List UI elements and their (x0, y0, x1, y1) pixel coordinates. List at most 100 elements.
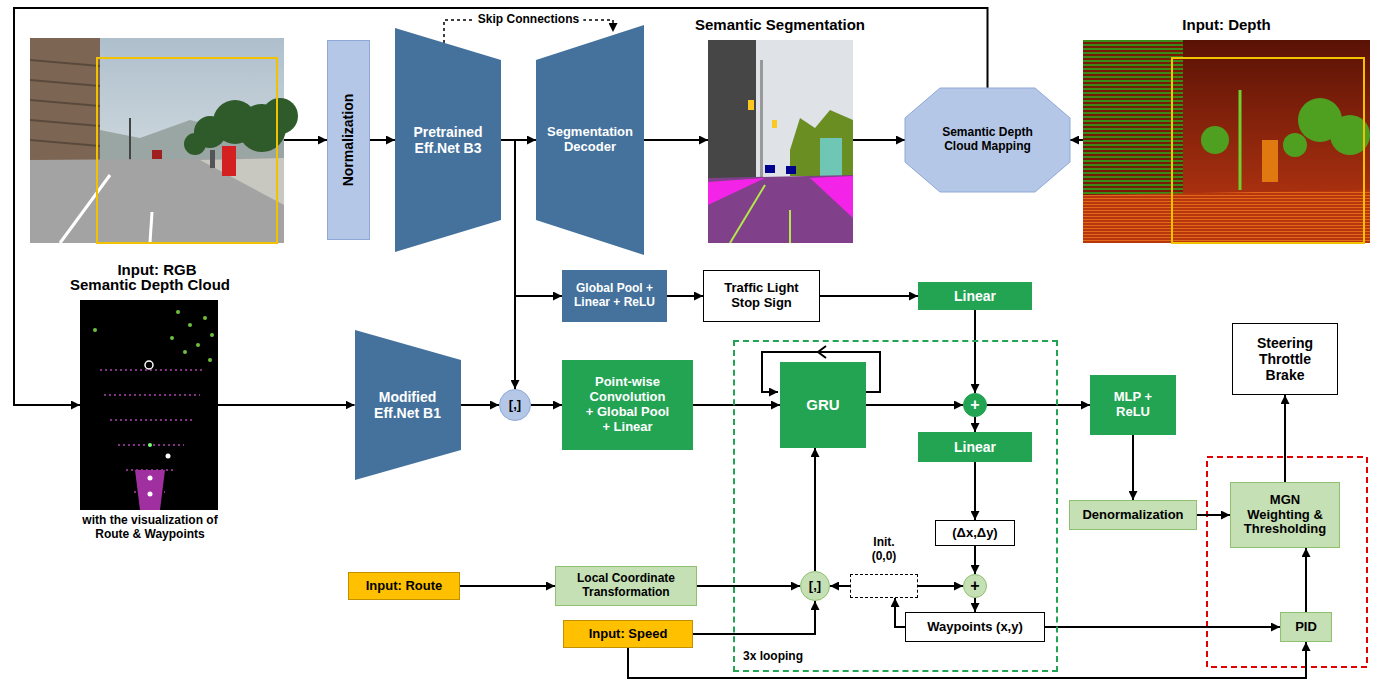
illustration-part (135, 470, 165, 510)
node-label: Pretrained Eff.Net B3 (403, 124, 493, 156)
flow-arrow (1284, 395, 1286, 482)
illustration-part (730, 185, 790, 243)
node-label: GRU (806, 396, 839, 413)
illustration-part (170, 336, 174, 340)
flow-arrow (918, 585, 963, 587)
normalization-box: Normalization (327, 40, 370, 240)
illustration-part (786, 166, 796, 174)
illustration-part (93, 310, 214, 362)
illustration-part (222, 146, 236, 176)
rgb-camera-picture (30, 38, 298, 243)
illustration-part (1172, 58, 1364, 243)
node-label: Semantic Depth Cloud Mapping (933, 126, 1043, 154)
flow-arrow (987, 404, 1090, 406)
shape-fill (355, 330, 461, 480)
node-label: Input: Speed (589, 627, 668, 642)
flow-arrow (820, 295, 918, 297)
node-label: Global Pool + Linear + ReLU (567, 282, 662, 310)
illustration-part (765, 165, 775, 173)
illustration-part (1201, 126, 1229, 154)
sum-circle: + (963, 574, 987, 598)
flow-arrow (853, 139, 905, 141)
illustration-part (183, 350, 187, 354)
flow-arrow (501, 140, 515, 389)
flow-arrow (531, 404, 562, 406)
node-label: MLP + ReLU (1103, 390, 1163, 420)
illustration-part (80, 300, 218, 510)
illustration-part (810, 176, 853, 218)
linear-box: Linear (918, 432, 1032, 462)
depth-cloud-picture (80, 300, 218, 510)
illustration-part (188, 323, 192, 327)
transform-box: Local Coordinate Transformation (555, 566, 697, 606)
decoder-trapezoid: Segmentation Decoder (536, 25, 644, 255)
node-label: Steering Throttle Brake (1248, 335, 1323, 383)
illustration-part (30, 100, 100, 106)
feature-box: Point-wise Convolution + Global Pool + L… (562, 360, 693, 450)
node-label: + (970, 577, 979, 595)
node-label: [,] (809, 579, 821, 594)
flow-arrow (628, 642, 1306, 678)
illustration-part (148, 443, 152, 447)
concat-circle: [,] (800, 571, 830, 601)
linear-box: Linear (918, 282, 1032, 310)
illustration-part (820, 138, 842, 178)
concat-circle: [,] (499, 389, 531, 421)
heading-label: Input: Depth (1182, 16, 1270, 33)
flow-arrow (461, 404, 500, 406)
flow-arrow (14, 8, 988, 405)
illustration-part (196, 343, 200, 347)
node-label: Normalization (340, 94, 356, 187)
segmentation-picture (708, 40, 853, 243)
illustration-part (1239, 90, 1242, 190)
illustration-part (1083, 40, 1370, 243)
illustration-part (208, 358, 212, 362)
depth-input-image: Input: Depth (1083, 16, 1370, 243)
shape-fill (905, 88, 1070, 192)
illustration-part (60, 175, 110, 243)
speed-input-box: Input: Speed (563, 620, 693, 648)
sum-circle: + (963, 393, 987, 417)
shape-fill (536, 25, 644, 255)
flow-arrow (974, 310, 976, 393)
segmentation-image: Semantic Segmentation (690, 16, 870, 243)
node-label: Linear (954, 288, 996, 304)
edge-label-patch: Skip Connections (474, 13, 583, 27)
edge-label: Skip Connections (478, 13, 579, 27)
heading-label: with the visualization of Route & Waypoi… (65, 514, 235, 542)
illustration-part (1083, 40, 1183, 200)
illustration-part (748, 100, 754, 110)
mapping-octagon: Semantic Depth Cloud Mapping (905, 88, 1070, 192)
illustration-part (30, 60, 100, 146)
illustration-part (1262, 140, 1278, 182)
heading-label: Semantic Segmentation (695, 16, 865, 33)
loop-region: 3x loopingGRU+Linear(Δx,Δy)+Waypoints (x… (733, 340, 1058, 672)
illustration-part (166, 454, 171, 459)
illustration-part (150, 212, 152, 243)
control-region-outline (1207, 457, 1367, 667)
illustration-part (818, 346, 826, 358)
illustration-part (30, 140, 100, 146)
mgn-box: MGN Weighting & Thresholding (1230, 482, 1340, 548)
rgb-input-image: Input: RGB (30, 38, 284, 278)
denormalization-box: Denormalization (1069, 500, 1197, 530)
illustration-part (789, 210, 791, 243)
illustration-part (30, 60, 100, 66)
illustration-part (100, 369, 205, 371)
flow-arrow (814, 448, 816, 571)
gru-box: GRU (780, 362, 866, 448)
node-label: [,] (509, 398, 521, 413)
heading-label: Input: RGB (117, 261, 196, 278)
flow-arrow (1070, 139, 1083, 141)
illustration-part (110, 419, 192, 421)
offset-box: (Δx,Δy) (935, 520, 1015, 546)
illustration-part (104, 394, 200, 396)
illustration-part (1201, 98, 1370, 157)
illustration-part (760, 60, 763, 180)
illustration-part (60, 175, 152, 243)
flow-arrow (218, 404, 355, 406)
depth-cloud-image: Semantic Depth Cloudwith the visualizati… (55, 276, 245, 542)
illustration-part (30, 80, 100, 86)
illustration-part (176, 310, 180, 314)
